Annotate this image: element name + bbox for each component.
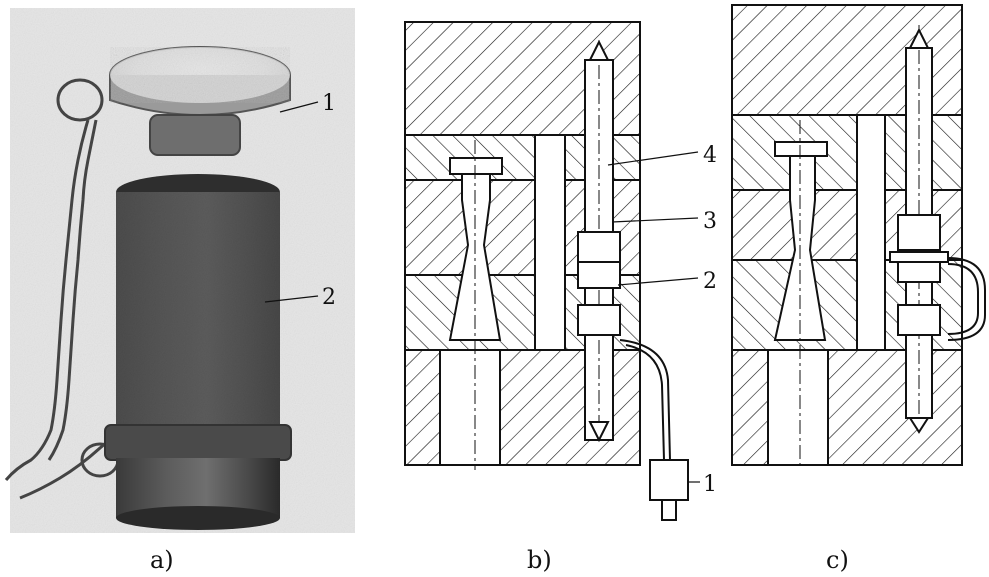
- connector-lower: [577, 304, 621, 336]
- clip-band: [889, 251, 949, 263]
- plug-b: [649, 459, 689, 501]
- callout-a-2: 2: [322, 285, 336, 310]
- cable: [619, 339, 671, 461]
- callout-b-1: 1: [703, 472, 717, 497]
- ejector-channel-c: [767, 349, 829, 466]
- caption-b: b): [527, 546, 552, 574]
- center-column-c: [856, 114, 886, 351]
- leader-b-2: [617, 277, 699, 286]
- connector-joint: [577, 261, 621, 289]
- callout-b-4: 4: [703, 143, 717, 168]
- callout-b-2: 2: [703, 269, 717, 294]
- caption-c: c): [826, 546, 849, 574]
- socket-body: [104, 174, 292, 530]
- connector-upper: [577, 231, 621, 263]
- panel-c-drawing: [731, 4, 986, 470]
- panel-a-photo: 1 2: [4, 8, 355, 533]
- plug-cap: [109, 46, 291, 156]
- sprue-channel-c: [773, 144, 827, 341]
- leader-b-4: [607, 151, 699, 166]
- loop-handle: [947, 257, 986, 341]
- leader-b-3: [611, 217, 699, 223]
- center-column: [534, 134, 566, 351]
- panel-b-drawing: 4 3 2 1: [404, 21, 717, 521]
- leader-a-1: [279, 101, 319, 113]
- callout-a-1: 1: [322, 91, 336, 116]
- leader-a-2: [264, 295, 319, 303]
- ejector-channel: [439, 349, 501, 466]
- callout-b-3: 3: [703, 209, 717, 234]
- connector-upper-c: [897, 214, 941, 251]
- connector-lower-c: [897, 304, 941, 336]
- caption-a: a): [150, 546, 174, 574]
